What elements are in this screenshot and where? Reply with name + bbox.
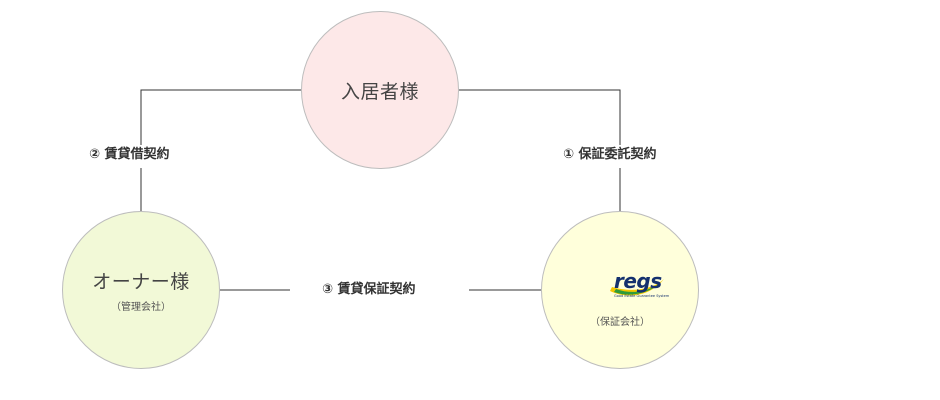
tenant-node: 入居者様 [301, 11, 459, 169]
regs-logo: regs Good Estate Guarantee System [574, 265, 670, 301]
connector-tenant-owner [140, 89, 301, 145]
edge-label-guarantee-consignment-contract: ① 保証委託契約 [563, 147, 657, 163]
logo-swoosh-icon [610, 278, 664, 295]
edge-label-rental-guarantee-contract: ③ 賃貸保証契約 [322, 282, 416, 298]
connector-tenant-guarantor [459, 89, 621, 145]
guarantor-node: regs Good Estate Guarantee System （保証会社） [541, 211, 699, 369]
edge-label-rental-contract: ② 賃貸借契約 [89, 147, 170, 163]
owner-title: オーナー様 [92, 271, 190, 293]
owner-node: オーナー様 （管理会社） [62, 211, 220, 369]
guarantor-subtitle: （保証会社） [590, 316, 650, 328]
tenant-title: 入居者様 [340, 80, 419, 103]
logo-tagline: Good Estate Guarantee System [614, 293, 670, 298]
logo-wordmark: regs [614, 268, 662, 293]
owner-subtitle: （管理会社） [111, 302, 171, 313]
